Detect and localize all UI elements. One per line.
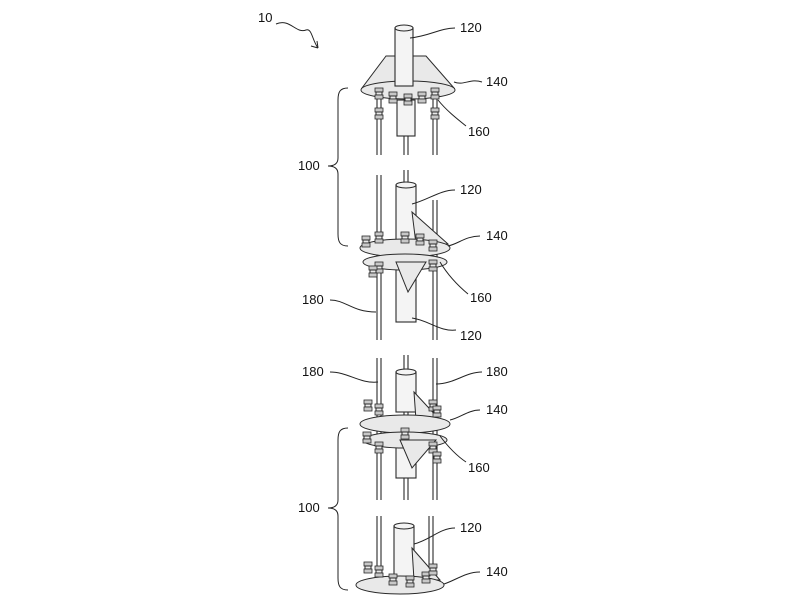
label-plate: 140 (486, 228, 508, 243)
label-assembly: 100 (298, 158, 320, 173)
label-plate: 140 (486, 564, 508, 579)
label-plate: 140 (486, 74, 508, 89)
label-tube: 120 (460, 328, 482, 343)
brace-assembly-lower (327, 427, 349, 591)
brace-assembly-upper (327, 87, 349, 247)
label-connector: 160 (468, 460, 490, 475)
label-connector: 160 (470, 290, 492, 305)
label-rod: 180 (302, 364, 324, 379)
leader-lines (275, 22, 483, 585)
tube-d (393, 522, 415, 583)
module-d (355, 516, 445, 595)
label-rod: 180 (302, 292, 324, 307)
module-b (359, 170, 451, 340)
label-rod: 180 (486, 364, 508, 379)
module-a (360, 24, 456, 155)
label-tube: 120 (460, 182, 482, 197)
tube-a (394, 24, 416, 137)
module-c (359, 355, 451, 500)
label-figure-number: 10 (258, 10, 272, 25)
callout-labels: 10 120 140 160 100 120 140 160 180 120 1… (258, 10, 508, 579)
label-tube: 120 (460, 520, 482, 535)
label-assembly: 100 (298, 500, 320, 515)
label-connector: 160 (468, 124, 490, 139)
label-tube: 120 (460, 20, 482, 35)
label-plate: 140 (486, 402, 508, 417)
